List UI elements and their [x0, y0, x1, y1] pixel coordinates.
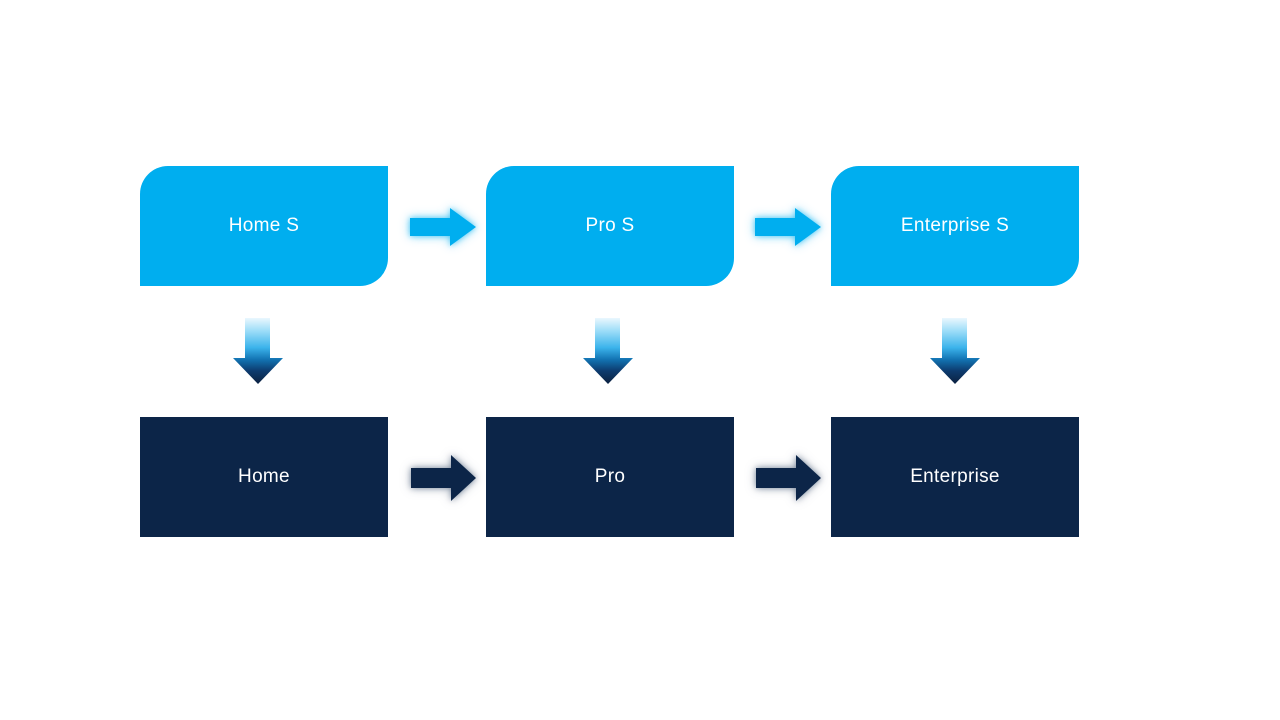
shape-pro-s: Pro S [486, 166, 734, 286]
right-arrow-icon [411, 455, 477, 501]
shape-enterprise-s-label: Enterprise S [900, 215, 1010, 236]
down-arrow-shape [233, 318, 283, 384]
shape-enterprise-s: Enterprise S [831, 166, 1079, 286]
down-arrow-shape [583, 318, 633, 384]
shape-home-s: Home S [140, 166, 388, 286]
down-arrow-icon [930, 318, 980, 384]
shape-enterprise: Enterprise [831, 417, 1079, 537]
right-arrow-icon [755, 208, 821, 246]
right-arrow-shape [755, 208, 821, 246]
shape-enterprise-label: Enterprise [910, 466, 1000, 487]
down-arrow-icon [233, 318, 283, 384]
right-arrow-shape [411, 455, 476, 501]
shape-home-label: Home [238, 466, 290, 487]
shape-pro-s-label: Pro S [585, 215, 635, 236]
down-arrow-shape [930, 318, 980, 384]
right-arrow-icon [756, 455, 822, 501]
right-arrow-icon [410, 208, 476, 246]
shape-home: Home [140, 417, 388, 537]
right-arrow-shape [410, 208, 476, 246]
shape-home-s-label: Home S [228, 215, 300, 236]
shape-pro-label: Pro [594, 466, 626, 487]
down-arrow-icon [583, 318, 633, 384]
right-arrow-shape [756, 455, 821, 501]
shape-pro: Pro [486, 417, 734, 537]
